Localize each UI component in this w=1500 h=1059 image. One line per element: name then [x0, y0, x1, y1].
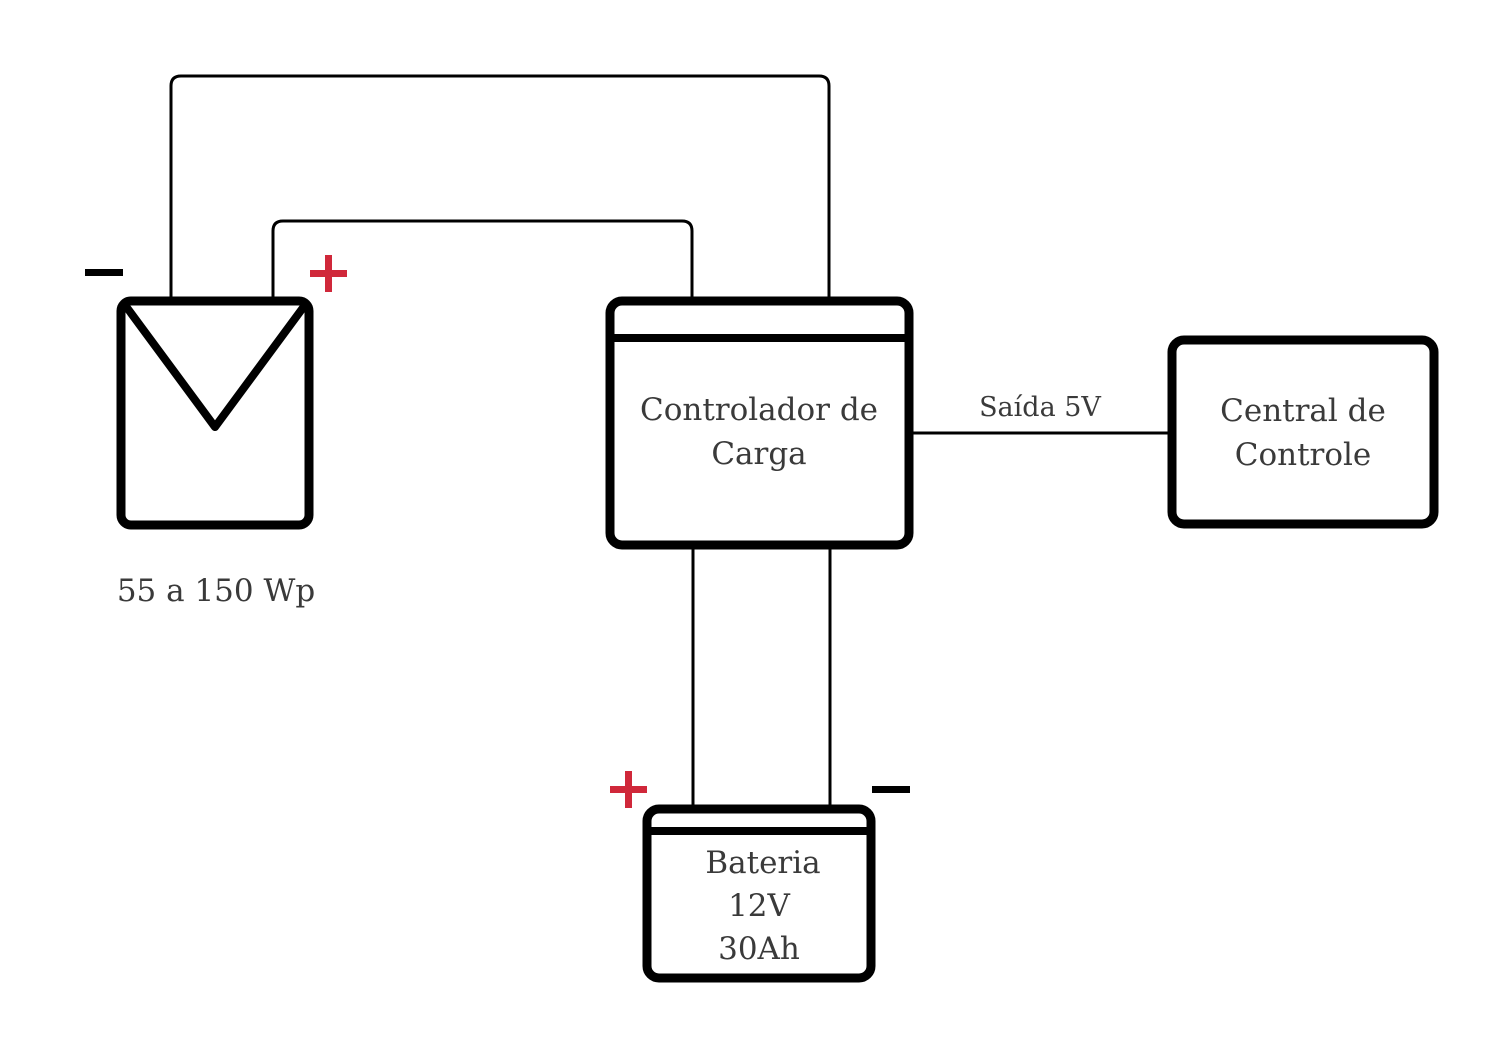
- control-unit-box: [1167, 335, 1439, 529]
- battery-positive-sign: [610, 771, 647, 808]
- charge-controller-label-line2: Carga: [711, 436, 806, 472]
- wire-panel-negative-to-controller: [169, 74, 831, 300]
- battery-label-line2: 12V: [728, 888, 790, 924]
- battery-label-line1: Bateria: [705, 845, 820, 881]
- battery-box: [642, 804, 876, 983]
- control-unit-label-line2: Controle: [1235, 437, 1372, 473]
- panel-negative-sign: [85, 269, 123, 276]
- output-5v-label: Saída 5V: [979, 392, 1101, 423]
- charge-controller-box: [605, 296, 914, 550]
- panel-positive-sign: [310, 255, 347, 292]
- solar-panel: [116, 296, 314, 530]
- solar-panel-rating: 55 a 150 Wp: [117, 573, 315, 609]
- battery-negative-sign: [872, 786, 910, 793]
- control-unit-label-line1: Central de: [1220, 393, 1386, 429]
- wire-panel-positive-to-controller: [271, 219, 694, 300]
- solar-panel-icon: [121, 301, 309, 431]
- battery-label-line3: 30Ah: [718, 931, 800, 967]
- charge-controller-label-line1: Controlador de: [640, 392, 878, 428]
